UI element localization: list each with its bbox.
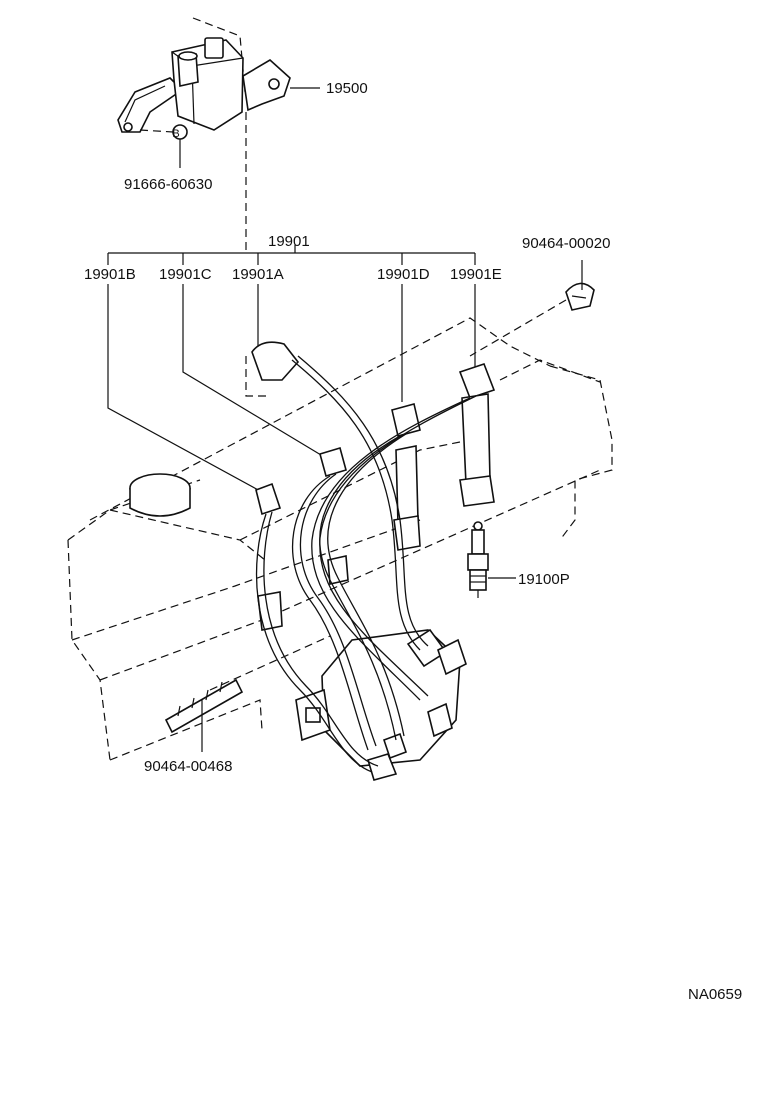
distributor xyxy=(295,628,467,781)
cord-clamp-bottom xyxy=(164,635,331,752)
spark-plug-boots xyxy=(245,341,496,631)
label-cord-a: 19901A xyxy=(232,266,284,283)
label-clamp-top: 90464-00020 xyxy=(522,235,610,252)
spark-plug xyxy=(467,521,516,598)
label-ignition-coil: 19500 xyxy=(326,80,368,97)
label-bracket-bolt: 91666-60630 xyxy=(124,176,212,193)
label-clamp-bottom: 90464-00468 xyxy=(144,758,232,775)
label-cord-e: 19901E xyxy=(450,266,502,283)
label-cord-set: 19901 xyxy=(268,233,310,250)
label-bolt-mark: B xyxy=(172,128,179,140)
label-cord-c: 19901C xyxy=(159,266,212,283)
label-spark-plug: 19100P xyxy=(518,571,570,588)
ignition-coil-assembly xyxy=(117,17,291,252)
cord-set-callout-lines xyxy=(107,245,476,493)
label-cord-d: 19901D xyxy=(377,266,430,283)
cord-clamp-top xyxy=(469,260,595,357)
label-cord-b: 19901B xyxy=(84,266,136,283)
label-sheet-code: NA0659 xyxy=(688,986,742,1003)
high-tension-cords xyxy=(255,355,477,773)
